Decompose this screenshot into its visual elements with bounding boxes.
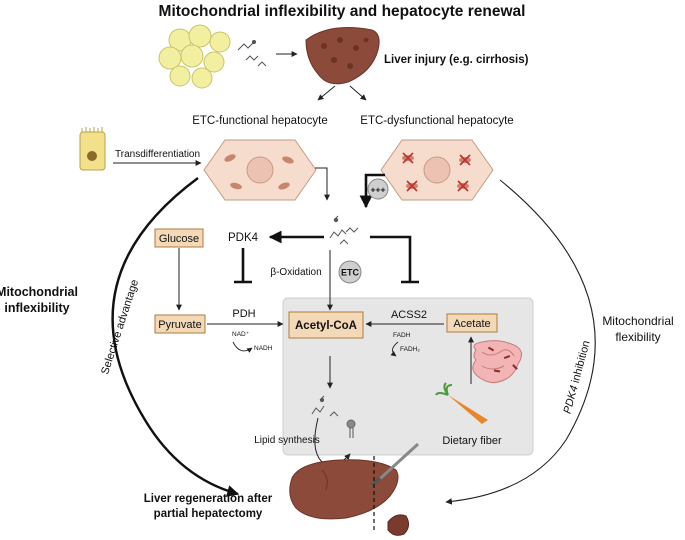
- nadh-label: NADH: [254, 345, 273, 352]
- liver-injury-label: Liver injury (e.g. cirrhosis): [384, 54, 529, 66]
- pdk4-label: PDK4: [228, 232, 259, 244]
- cirrhotic-liver-icon: [305, 27, 380, 85]
- curved-arrow-selective-advantage: [111, 177, 240, 497]
- regenerating-liver-icon: [289, 459, 399, 520]
- lipid-synthesis-label: Lipid synthesis: [254, 435, 320, 446]
- nad-cycle-arrow: [232, 341, 253, 353]
- fatty-acid-icon-top: [237, 39, 267, 67]
- curved-arrow-pdk4-inhibition: [445, 179, 596, 505]
- acetate-box: [446, 313, 498, 333]
- liver-regeneration-line2: partial hepatectomy: [154, 508, 263, 520]
- selective-advantage-label: Selective advantage: [99, 278, 141, 376]
- mito-flexibility-line1: Mitochondrial: [602, 314, 673, 328]
- plus-badge-text: +++: [371, 185, 386, 195]
- etc-dysfunctional-hepatocyte-icon: [380, 139, 494, 201]
- etc-badge-label: ETC: [341, 268, 360, 278]
- transdifferentiation-label: Transdifferentiation: [115, 149, 200, 160]
- scalpel-icon: [370, 442, 420, 488]
- nad-label: NAD⁺: [232, 331, 250, 338]
- pdk4-inhibition-rest: inhibition: [569, 339, 593, 387]
- mito-inflexibility-line2: inflexibility: [4, 301, 69, 315]
- arrow-to-dysfunctional: [349, 85, 367, 101]
- liver-regeneration-line1: Liver regeneration after: [144, 493, 273, 505]
- mito-flexibility-line2: flexibility: [615, 330, 660, 344]
- acss2-label: ACSS2: [391, 309, 427, 321]
- pdk4-inhibition-italic: PDK4: [562, 384, 581, 415]
- etc-dysfunctional-label: ETC-dysfunctional hepatocyte: [360, 115, 513, 127]
- progenitor-cell-icon: [79, 127, 106, 171]
- lipid-icon: [311, 395, 356, 438]
- gut-microbiota-icon: [472, 340, 522, 384]
- pyruvate-label: Pyruvate: [158, 319, 201, 331]
- acetyl-coa-box: [288, 311, 364, 339]
- mito-inflexibility-line1: Mitochondrial: [0, 285, 78, 299]
- glucose-box: [154, 228, 204, 248]
- thick-arrow-dysfunctional: [359, 173, 385, 209]
- beta-oxidation-label: β-Oxidation: [270, 267, 321, 278]
- fadh-label: FADH: [393, 332, 411, 339]
- resected-lobe-icon: [387, 514, 410, 536]
- fadh-cycle-arrow: [390, 341, 399, 357]
- arrow-functional-to-fatty-acids: [315, 167, 330, 201]
- arrow-to-functional: [317, 85, 336, 101]
- acetyl-coa-label: Acetyl-CoA: [295, 320, 357, 332]
- pdk4-inhibition-label: PDK4 inhibition: [562, 339, 593, 415]
- fat-cell-cluster: [158, 24, 231, 89]
- inhibition-line-etc: [370, 235, 412, 282]
- etc-functional-hepatocyte-icon: [203, 139, 317, 201]
- etc-badge: [338, 260, 362, 284]
- diagram-title: Mitochondrial inflexibility and hepatocy…: [159, 3, 526, 20]
- acetate-label: Acetate: [453, 318, 490, 330]
- carrot-icon: [435, 382, 488, 424]
- pyruvate-box: [154, 314, 206, 334]
- fadh2-label: FADH₂: [400, 346, 420, 353]
- pdh-label: PDH: [232, 308, 255, 320]
- glucose-label: Glucose: [159, 233, 199, 245]
- fatty-acid-icon-center: [329, 215, 359, 245]
- etc-functional-label: ETC-functional hepatocyte: [192, 115, 328, 127]
- plus-badge: [367, 178, 389, 200]
- dietary-fiber-label: Dietary fiber: [442, 435, 502, 447]
